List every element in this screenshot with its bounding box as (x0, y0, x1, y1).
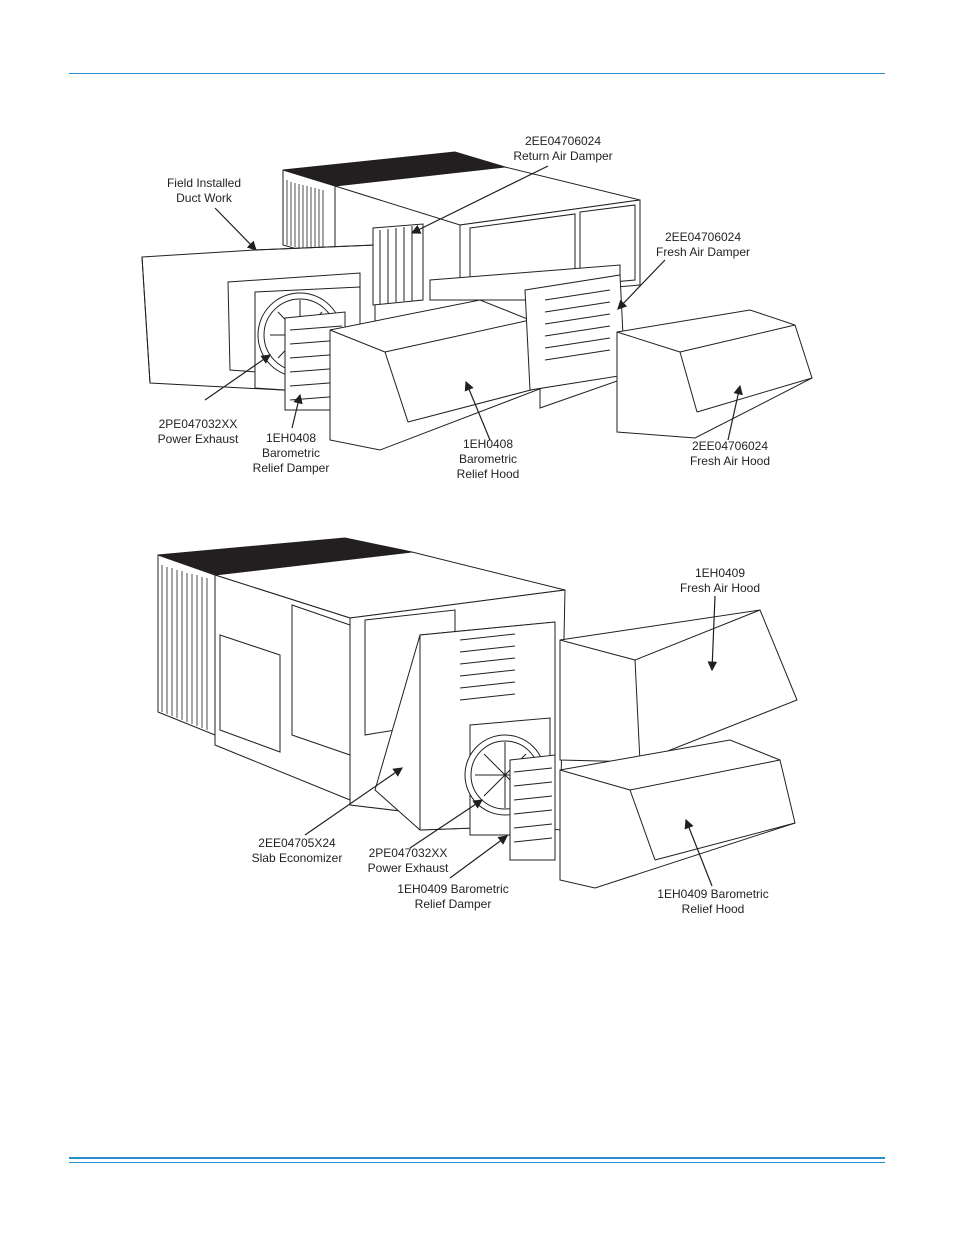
leader-duct-work (214, 207, 257, 251)
figure-bottom-drawing (157, 537, 798, 889)
leader-return-air-damper (410, 165, 549, 234)
leader-power-exhaust (204, 354, 271, 401)
label-power-exhaust-top: 2PE047032XX Power Exhaust (157, 417, 239, 446)
label-baro-hood-bottom: 1EH0409 Barometric Relief Hood (657, 887, 769, 916)
label-field-duct-work: Field Installed Duct Work (166, 176, 242, 205)
leader-fresh-air-hood (727, 384, 743, 441)
label-baro-damper-top: 1EH0408 Barometric Relief Damper (252, 431, 330, 475)
label-fresh-air-hood-bottom: 1EH0409 Fresh Air Hood (679, 566, 761, 595)
leader-power-exhaust-bottom (409, 799, 483, 849)
label-baro-hood-top: 1EH0408 Barometric Relief Hood (456, 437, 520, 481)
header-rule (69, 73, 885, 74)
leader-fresh-air-hood-bottom (707, 595, 718, 672)
fresh-air-damper (524, 274, 626, 391)
barometric-relief-damper-bottom (509, 754, 556, 861)
footer-rule-thin (69, 1162, 885, 1163)
leader-baro-hood-bottom (684, 818, 713, 887)
footer-rule (69, 1157, 885, 1159)
figure-top: 2EE04706024 Return Air Damper Field Inst… (0, 0, 954, 520)
label-fresh-air-damper: 2EE04706024 Fresh Air Damper (655, 230, 751, 259)
figure-bottom: 1EH0409 Fresh Air Hood 2EE04705X24 Slab … (0, 520, 954, 940)
label-power-exhaust-bottom: 2PE047032XX Power Exhaust (367, 846, 449, 875)
barometric-relief-hood-bottom (559, 739, 796, 889)
leader-slab-economizer (304, 767, 403, 836)
label-slab-economizer: 2EE04705X24 Slab Economizer (251, 836, 343, 865)
fresh-air-hood-top (616, 309, 813, 439)
fresh-air-hood-bottom (559, 609, 798, 763)
label-fresh-air-hood-top: 2EE04706024 Fresh Air Hood (689, 439, 771, 468)
figure-top-drawing (141, 151, 813, 451)
label-baro-damper-bottom: 1EH0409 Barometric Relief Damper (397, 882, 509, 911)
leader-baro-damper-bottom (449, 835, 508, 879)
label-return-air-damper: 2EE04706024 Return Air Damper (513, 134, 613, 163)
leader-baro-damper (291, 393, 303, 429)
return-air-damper (372, 223, 424, 306)
leader-baro-hood (464, 380, 491, 441)
leader-fresh-air-damper (617, 259, 666, 310)
